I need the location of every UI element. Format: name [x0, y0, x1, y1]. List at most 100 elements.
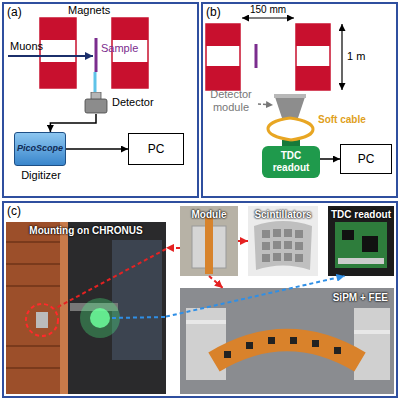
panel-frame: (a) DetectorPicoScopeDigitizer PC: [2, 2, 199, 198]
photo-sipm: [354, 308, 390, 380]
node-label: Detector: [112, 96, 154, 108]
connector-arrow: [166, 247, 180, 248]
photo-scintillators: [262, 230, 270, 238]
detector-module: Detector module: [274, 94, 306, 118]
panel-frame: (b) Detector moduleTDC readout PC: [201, 2, 398, 198]
photo-sipm: [354, 330, 390, 334]
photo-label: SiPM + FEE: [333, 292, 388, 303]
magnet: [112, 18, 148, 40]
photo-scintillators: [284, 253, 292, 261]
photo-mounting: [112, 240, 162, 360]
photo-scintillators: [262, 242, 270, 250]
photo-scintillators: [273, 229, 281, 237]
text-label: Magnets: [68, 4, 110, 16]
pc-box: PC: [340, 144, 392, 174]
photo-scintillators: [254, 221, 312, 270]
photo-label: Scintillators: [248, 209, 318, 220]
photo-panel: Mounting on CHRONUS: [6, 222, 166, 394]
photo-tdc: [342, 230, 354, 240]
photo-tdc: [338, 258, 384, 264]
leader-line: [258, 104, 273, 105]
photo-scintillators: [262, 254, 270, 262]
photo-mounting: [90, 308, 110, 328]
photo-tdc: [362, 236, 378, 252]
photo-sipm: [290, 337, 297, 344]
panel-letter: (a): [7, 5, 22, 19]
connector-arrow: [320, 159, 340, 160]
photo-tdc: [328, 206, 394, 276]
photo-module: [205, 216, 213, 274]
connector-line: [66, 148, 128, 150]
photo-scintillators: [284, 241, 292, 249]
magnet: [206, 24, 330, 90]
tdc-symbol: [262, 146, 320, 178]
connector-arrow: [50, 114, 96, 132]
photo-panel: SiPM + FEE: [180, 288, 394, 394]
node-label: TDC readout: [271, 150, 311, 174]
photo-sipm: [312, 340, 319, 347]
photo-tdc: [335, 222, 387, 268]
detector-box: Detector: [84, 92, 108, 114]
tdc-readout-box: TDC readout: [262, 140, 320, 178]
photo-label: Mounting on CHRONUS: [6, 225, 166, 236]
photo-scintillators: [273, 241, 281, 249]
node-label: PC: [129, 142, 183, 156]
connector-arrow: [66, 149, 128, 150]
magnet: [296, 24, 330, 46]
module-symbol: [274, 94, 306, 98]
connector-line: [290, 118, 313, 140]
connector-line: [166, 247, 180, 249]
magnet: [296, 24, 330, 90]
photo-mounting: [6, 367, 68, 369]
photo-mounting: [6, 285, 68, 287]
photo-mounting: [6, 222, 68, 394]
photo-scintillators: [248, 206, 318, 276]
photo-panel: TDC readout: [328, 206, 394, 276]
connector-line: [50, 114, 96, 132]
magnet: [40, 18, 76, 40]
pc-box: PC: [128, 133, 184, 165]
photo-scintillators: [295, 230, 303, 238]
magnet: [112, 62, 148, 88]
photo-module: [180, 206, 238, 276]
photo-mounting: [6, 263, 68, 265]
text-label: Muons: [10, 40, 43, 52]
panel-letter: (b): [206, 5, 221, 19]
magnet: [296, 66, 330, 90]
connector-arrow: [238, 241, 248, 242]
text-label: 150 mm: [250, 4, 286, 15]
leader-line: [112, 317, 166, 318]
photo-panel: Module: [180, 206, 238, 276]
photo-scintillators: [248, 206, 318, 276]
photo-scintillators: [284, 229, 292, 237]
sample-foil: [95, 38, 98, 72]
soft-cable: [268, 118, 313, 140]
magnet: [40, 18, 76, 88]
light-guide: [94, 72, 97, 92]
photo-module: [180, 206, 238, 276]
connector-line: [238, 240, 248, 242]
photo-label: Module: [180, 209, 238, 220]
photo-mounting: [6, 345, 68, 347]
magnet: [40, 62, 76, 88]
photo-mounting: [6, 241, 68, 243]
panel-letter: (c): [7, 204, 21, 218]
magnet: [206, 66, 240, 90]
photo-mounting: [60, 222, 68, 394]
sample-foil: [255, 44, 258, 68]
detector-symbol: [84, 92, 108, 114]
photo-mounting: [6, 222, 166, 394]
photo-scintillators: [295, 242, 303, 250]
digitizer-box: PicoScopeDigitizer: [14, 132, 66, 166]
panel-frame: (c) Mounting on CHRONUS Module Scintillator…: [2, 201, 398, 398]
highlight-circle: [26, 304, 58, 336]
dimension-arrow: [341, 24, 342, 90]
photo-mounting: [6, 222, 166, 394]
node-label: Digitizer: [9, 169, 73, 181]
photo-sipm: [224, 351, 231, 358]
photo-scintillators: [273, 253, 281, 261]
magnet: [206, 24, 240, 46]
